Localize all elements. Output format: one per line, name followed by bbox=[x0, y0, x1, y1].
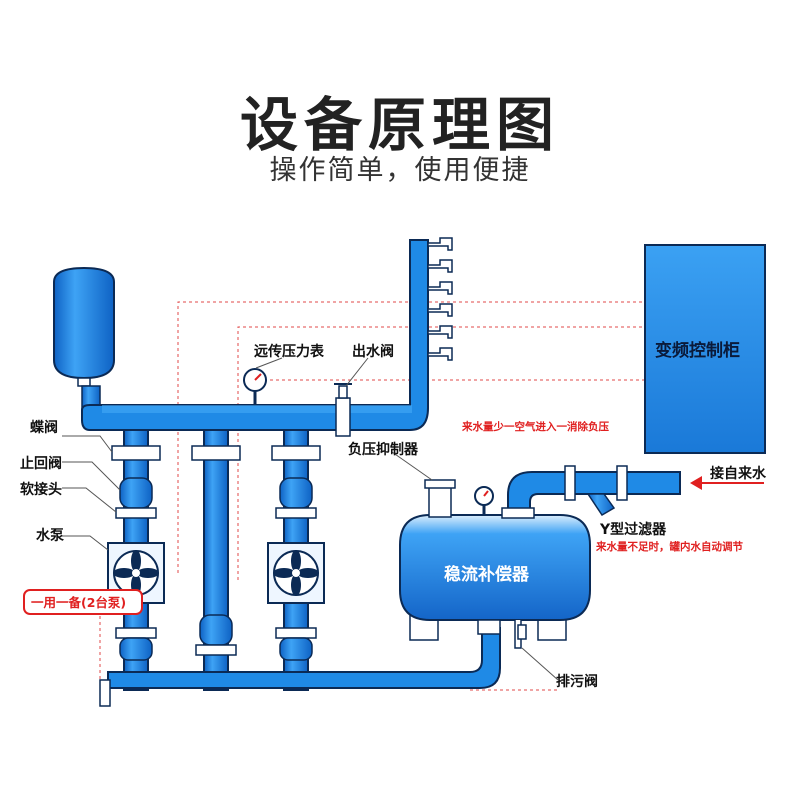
remote-pressure-gauge bbox=[243, 368, 267, 405]
label-butterfly-valve: 蝶阀 bbox=[30, 419, 58, 436]
header-pipe bbox=[81, 237, 453, 431]
label-tank: 稳流补偿器 bbox=[444, 564, 530, 585]
label-y-filter: Y型过滤器 bbox=[599, 521, 667, 538]
page-title: 设备原理图 bbox=[239, 91, 560, 159]
bypass-pipe bbox=[191, 429, 241, 691]
pressure-tank bbox=[53, 266, 115, 421]
page-subtitle: 操作简单，使用便捷 bbox=[269, 155, 531, 186]
vfd-cabinet bbox=[644, 244, 766, 454]
note-insufficient: 来水量不足时，罐内水自动调节 bbox=[595, 540, 743, 553]
pump-2 bbox=[267, 542, 325, 604]
label-water-pump: 水泵 bbox=[36, 527, 64, 544]
note-low-flow: 来水量少一空气进入一消除负压 bbox=[461, 420, 609, 433]
label-suppressor: 负压抑制器 bbox=[348, 441, 419, 458]
leader-lines bbox=[62, 357, 559, 681]
inlet-pipe bbox=[501, 465, 764, 519]
label-check-valve: 止回阀 bbox=[20, 455, 62, 472]
outlet-taps bbox=[427, 237, 453, 361]
pump-mode-badge: 一用一备(2台泵) bbox=[23, 589, 143, 615]
outlet-valve bbox=[334, 383, 352, 437]
label-pump-mode: 一用一备(2台泵) bbox=[31, 595, 126, 610]
label-soft-joint: 软接头 bbox=[20, 481, 62, 498]
label-vfd-cabinet: 变频控制柜 bbox=[655, 340, 740, 361]
label-remote-gauge: 远传压力表 bbox=[254, 343, 325, 360]
label-inlet: 接自来水 bbox=[710, 465, 767, 482]
stabilizing-tank bbox=[399, 479, 591, 649]
label-drain-valve: 排污阀 bbox=[556, 673, 598, 690]
label-outlet-valve: 出水阀 bbox=[352, 343, 394, 360]
